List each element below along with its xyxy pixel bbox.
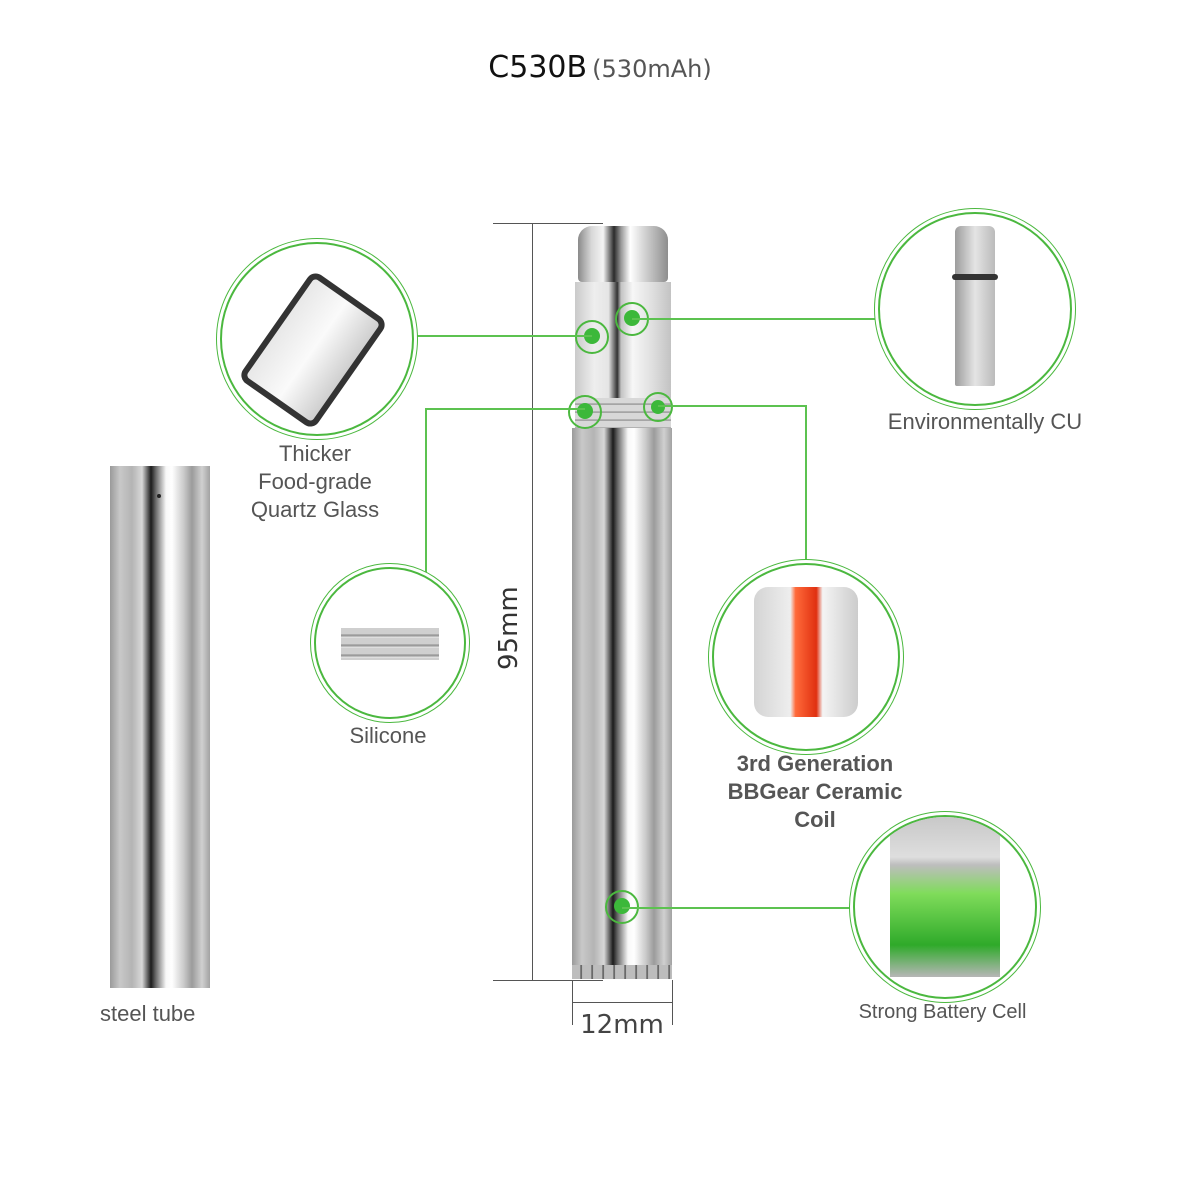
callout-silicone-circle [314,567,466,719]
connector-coil-h [658,405,806,407]
coil-label-line-2: BBGear Ceramic [727,779,903,804]
silicone-label: Silicone [349,723,427,748]
page-title: C530B (530mAh) [0,50,1200,85]
hotspot-battery-dot [614,898,630,914]
ceramic-coil-image [754,587,858,717]
dimension-top-line [493,223,603,224]
connector-cu [632,318,878,320]
hotspot-coil-dot [651,400,665,414]
glass-label-line-1: Thicker [278,441,352,466]
dimension-bottom-line [493,980,603,981]
battery-label: Strong Battery Cell [858,1001,1027,1023]
device-mouthpiece [578,226,668,282]
device-base-vents [572,965,672,979]
steel-tube-label: steel tube [100,1001,196,1026]
cu-label: Environmentally CU [887,409,1083,434]
coil-label-line-1: 3rd Generation [736,751,894,776]
hotspot-coil[interactable] [643,392,673,422]
dimension-vertical-line [532,223,533,980]
hotspot-silicone-dot [577,403,593,419]
hotspot-silicone[interactable] [568,395,602,429]
model-name: C530B [488,50,588,85]
callout-battery-circle [853,815,1037,999]
hotspot-glass[interactable] [575,320,609,354]
connector-glass [417,335,592,337]
glass-tank-image [237,269,389,431]
device-battery-body [572,428,672,978]
height-dimension: 95mm [494,586,524,670]
callout-coil-circle [712,563,900,751]
width-dimension: 12mm [580,1010,664,1040]
connector-battery [622,907,852,909]
cu-oring [952,274,998,280]
glass-label-line-2: Food-grade [258,469,372,494]
connector-coil-v [805,405,807,560]
battery-cell-image [890,817,1000,977]
coil-label-line-3: Coil [794,807,836,832]
cu-post-image [955,226,995,386]
coil-label: 3rd Generation BBGear Ceramic Coil [700,750,930,834]
callout-cu-circle [878,212,1072,406]
glass-label-line-3: Quartz Glass [250,497,380,522]
callout-glass-circle [220,242,414,436]
steel-tube-image [110,466,210,988]
connector-silicone-h [425,408,585,410]
capacity: (530mAh) [592,55,712,83]
connector-silicone-v [425,408,427,576]
width-dim-line [572,1002,673,1003]
tube-hole [157,494,161,498]
glass-label: Thicker Food-grade Quartz Glass [215,440,415,524]
silicone-ring-image [341,628,439,660]
hotspot-glass-dot [584,328,600,344]
